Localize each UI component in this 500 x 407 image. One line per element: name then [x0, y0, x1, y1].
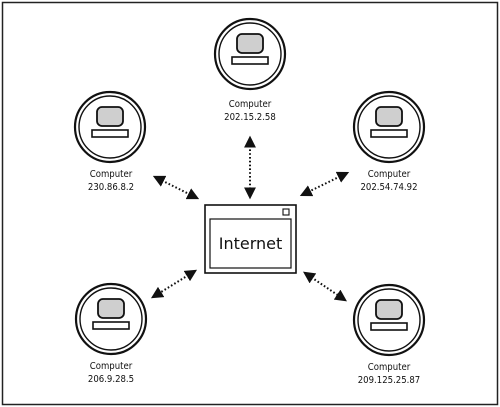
internet-window-content: [209, 218, 292, 269]
computer-name-label: Computer: [90, 361, 133, 372]
computer-icon: [352, 90, 426, 164]
connection-arrow-lower-right: [303, 271, 347, 302]
computer-icon: [352, 283, 426, 357]
computer-icon: [213, 17, 287, 91]
computer-icon: [74, 282, 148, 356]
computer-ip-label: 202.54.74.92: [360, 182, 417, 193]
computer-node-lower-left: Computer 206.9.28.5: [74, 282, 148, 385]
computer-icon: [73, 90, 147, 164]
computer-node-upper-left: Computer 230.86.8.2: [73, 90, 147, 193]
computer-name-label: Computer: [90, 169, 133, 180]
computer-node-upper-right: Computer 202.54.74.92: [352, 90, 426, 193]
computer-name-label: Computer: [229, 99, 272, 110]
computer-node-top: Computer 202.15.2.58: [213, 17, 287, 123]
browser-window-icon: [282, 208, 290, 216]
connection-arrow-lower-left: [150, 269, 198, 299]
computer-ip-label: 230.86.8.2: [88, 182, 134, 193]
connection-arrow-upper-right: [299, 171, 350, 197]
computer-name-label: Computer: [368, 169, 411, 180]
connection-arrow-upper-left: [152, 175, 200, 200]
computer-ip-label: 206.9.28.5: [88, 374, 134, 385]
computer-node-lower-right: Computer 209.125.25.87: [352, 283, 426, 386]
computer-ip-label: 202.15.2.58: [224, 112, 276, 123]
computer-name-label: Computer: [368, 362, 411, 373]
computer-ip-label: 209.125.25.87: [358, 375, 421, 386]
internet-label: Internet: [219, 234, 283, 253]
internet-node: Internet: [204, 204, 297, 274]
